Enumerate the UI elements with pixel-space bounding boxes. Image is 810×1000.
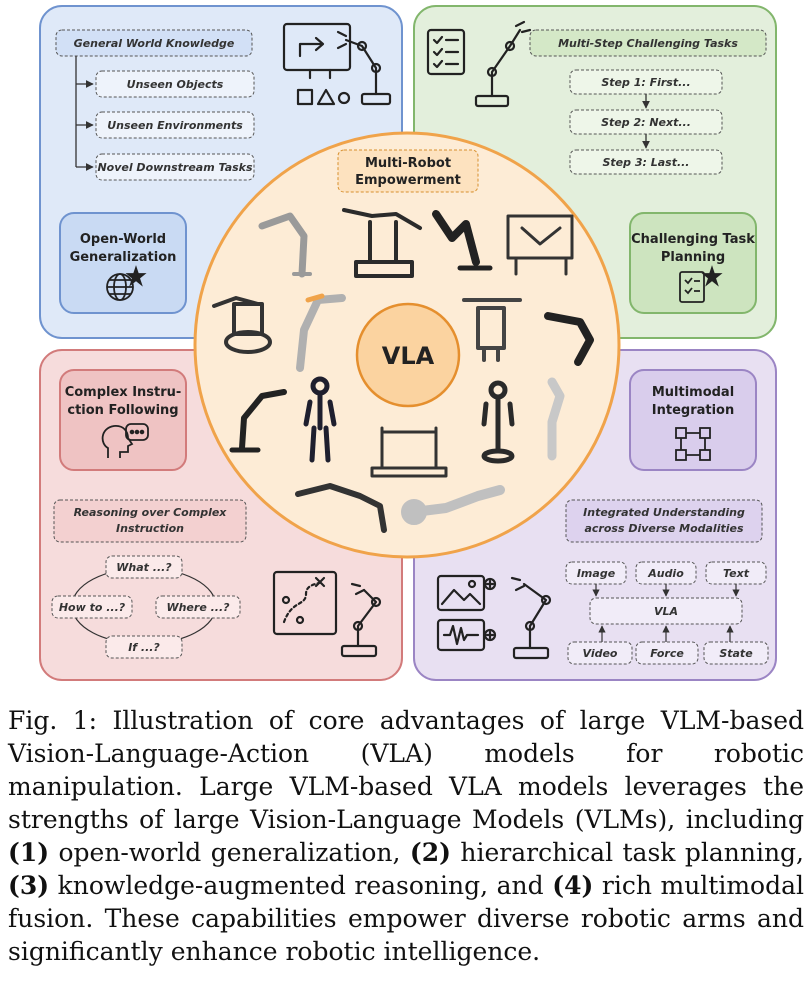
step-1-label: Step 1: First... — [601, 76, 690, 89]
step-3-box — [569, 149, 723, 175]
unseen-objects-box — [95, 70, 255, 98]
caption-num-2: (2) — [409, 838, 451, 867]
monitor-robot-arm-icon — [282, 22, 392, 106]
novel-tasks-label: Novel Downstream Tasks — [97, 161, 253, 174]
input-text-label: Text — [723, 567, 750, 580]
understanding-line2: across Diverse Modalities — [584, 522, 743, 535]
vla-core-label: VLA — [382, 342, 435, 370]
caption-prefix: Fig. 1: Illustration of core advantages … — [8, 706, 804, 834]
robot-arm-11 — [295, 483, 387, 533]
robot-arm-4 — [506, 214, 574, 276]
instruction-title-line1: Complex Instru- — [65, 385, 182, 400]
unseen-environments-box — [95, 111, 255, 139]
open-world-badge — [59, 212, 187, 314]
robot-arm-6 — [296, 293, 346, 372]
globe-star-icon — [106, 265, 147, 301]
question-if-box — [105, 635, 183, 659]
multi-robot-line1: Multi-Robot — [365, 156, 451, 171]
head-speech-icon — [101, 423, 149, 458]
robot-arm-1 — [258, 212, 312, 278]
multimodal-title-line2: Integration — [652, 403, 734, 418]
robot-arm-9 — [229, 389, 287, 453]
clipboard-star-icon — [679, 265, 723, 303]
multi-step-label: Multi-Step Challenging Tasks — [558, 37, 738, 50]
multimodal-badge — [629, 369, 757, 471]
caption-num-1: (1) — [8, 838, 50, 867]
question-what-box — [105, 555, 183, 579]
multi-robot-line2: Empowerment — [355, 173, 461, 188]
robot-arm-2 — [342, 208, 422, 278]
input-video-label: Video — [583, 647, 618, 660]
multi-step-box — [529, 29, 767, 57]
robot-arm-10 — [547, 377, 565, 461]
caption-num-4: (4) — [552, 871, 594, 900]
input-state-label: State — [719, 647, 753, 660]
question-how-label: How to ...? — [59, 601, 126, 614]
humanoid-robot-2 — [481, 380, 515, 464]
multi-robot-box — [337, 149, 479, 193]
task-planning-badge — [629, 212, 757, 314]
robot-arm-8 — [544, 312, 594, 366]
checklist-robot-arm-icon — [426, 20, 532, 108]
input-audio-label: Audio — [647, 567, 684, 580]
question-where-label: Where ...? — [166, 601, 230, 614]
caption-text-4: rich multimodal fusion. These capabiliti… — [8, 871, 804, 966]
world-knowledge-label: General World Knowledge — [74, 37, 235, 50]
question-where-box — [155, 595, 241, 619]
vla-fusion-label: VLA — [654, 605, 678, 618]
multimodal-title-line1: Multimodal — [652, 385, 734, 400]
robot-arm-12 — [401, 485, 505, 525]
caption-text-1: open-world generalization, — [49, 838, 410, 867]
open-world-title-line1: Open-World — [80, 232, 166, 247]
instruction-title-line2: ction Following — [67, 403, 178, 418]
input-state-box — [703, 641, 769, 665]
vla-core-circle — [355, 302, 461, 408]
robot-arm-3 — [432, 210, 493, 271]
understanding-box — [565, 499, 763, 543]
step-3-label: Step 3: Last... — [602, 156, 689, 169]
network-nodes-icon — [675, 427, 711, 461]
input-image-label: Image — [577, 567, 616, 580]
figure-caption: Fig. 1: Illustration of core advantages … — [8, 704, 804, 968]
novel-tasks-box — [95, 153, 255, 181]
robot-arm-images — [212, 208, 594, 533]
caption-num-3: (3) — [8, 871, 50, 900]
figure-diagram: General World Knowledge Unseen Objects U… — [39, 5, 777, 681]
question-if-label: If ...? — [128, 641, 160, 654]
robot-arm-7 — [462, 298, 522, 362]
instruction-badge — [59, 369, 187, 471]
caption-text-2: hierarchical task planning, — [450, 838, 804, 867]
map-robot-arm-icon — [272, 570, 382, 658]
step-2-label: Step 2: Next... — [601, 116, 691, 129]
caption-text-3: knowledge-augmented reasoning, and — [49, 871, 553, 900]
humanoid-robot-1 — [303, 376, 337, 463]
question-how-box — [51, 595, 133, 619]
unseen-objects-label: Unseen Objects — [127, 78, 224, 91]
question-what-label: What ...? — [116, 561, 172, 574]
unseen-environments-label: Unseen Environments — [107, 119, 243, 132]
robot-platform — [370, 426, 448, 478]
reasoning-line2: Instruction — [116, 522, 184, 535]
input-force-label: Force — [650, 647, 684, 660]
vla-fusion-box — [589, 597, 743, 625]
robot-arm-5 — [212, 296, 272, 354]
task-planning-title-line2: Planning — [661, 250, 725, 265]
open-world-title-line2: Generalization — [70, 250, 177, 265]
world-knowledge-box — [55, 29, 253, 57]
image-audio-robot-arm-icon — [436, 574, 552, 660]
input-video-box — [567, 641, 633, 665]
task-planning-title-line1: Challenging Task — [631, 232, 755, 247]
reasoning-box — [53, 499, 247, 543]
understanding-line1: Integrated Understanding — [583, 506, 745, 519]
input-force-box — [635, 641, 699, 665]
reasoning-line1: Reasoning over Complex — [74, 506, 228, 519]
